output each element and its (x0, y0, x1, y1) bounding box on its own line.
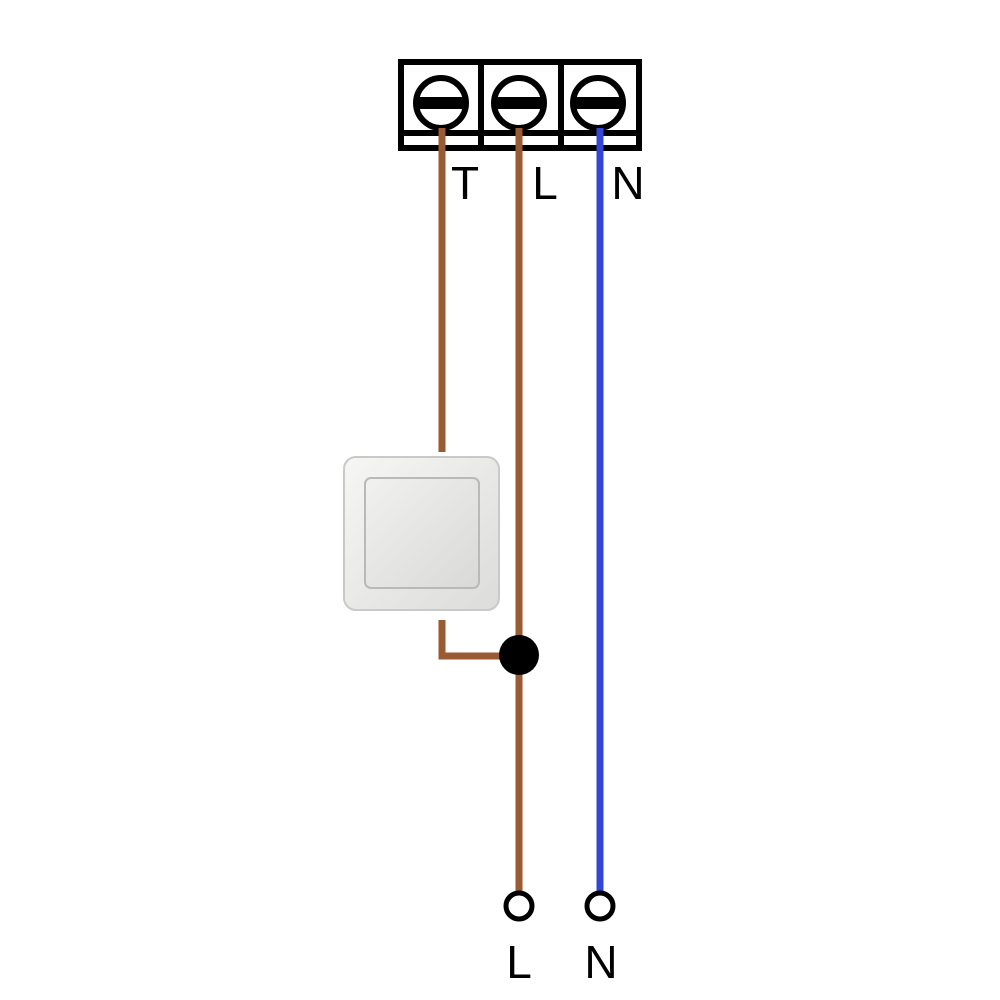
supply-terminal-l (503, 890, 535, 922)
supply-terminal-n (584, 890, 616, 922)
terminal-label-l: L (532, 157, 558, 209)
junction-dot (499, 635, 539, 675)
terminal-label-t: T (451, 157, 479, 209)
supply-label-l: L (506, 936, 532, 988)
switch-rocker (364, 477, 480, 589)
supply-label-n: N (584, 936, 617, 988)
screw-icon (413, 75, 469, 131)
screw-icon (570, 75, 626, 131)
screw-icon (491, 75, 547, 131)
terminal-label-n: N (611, 157, 644, 209)
wire-switch-to-junction (438, 620, 519, 660)
light-switch (343, 456, 500, 611)
terminal-block (398, 59, 642, 151)
wires (438, 128, 604, 892)
